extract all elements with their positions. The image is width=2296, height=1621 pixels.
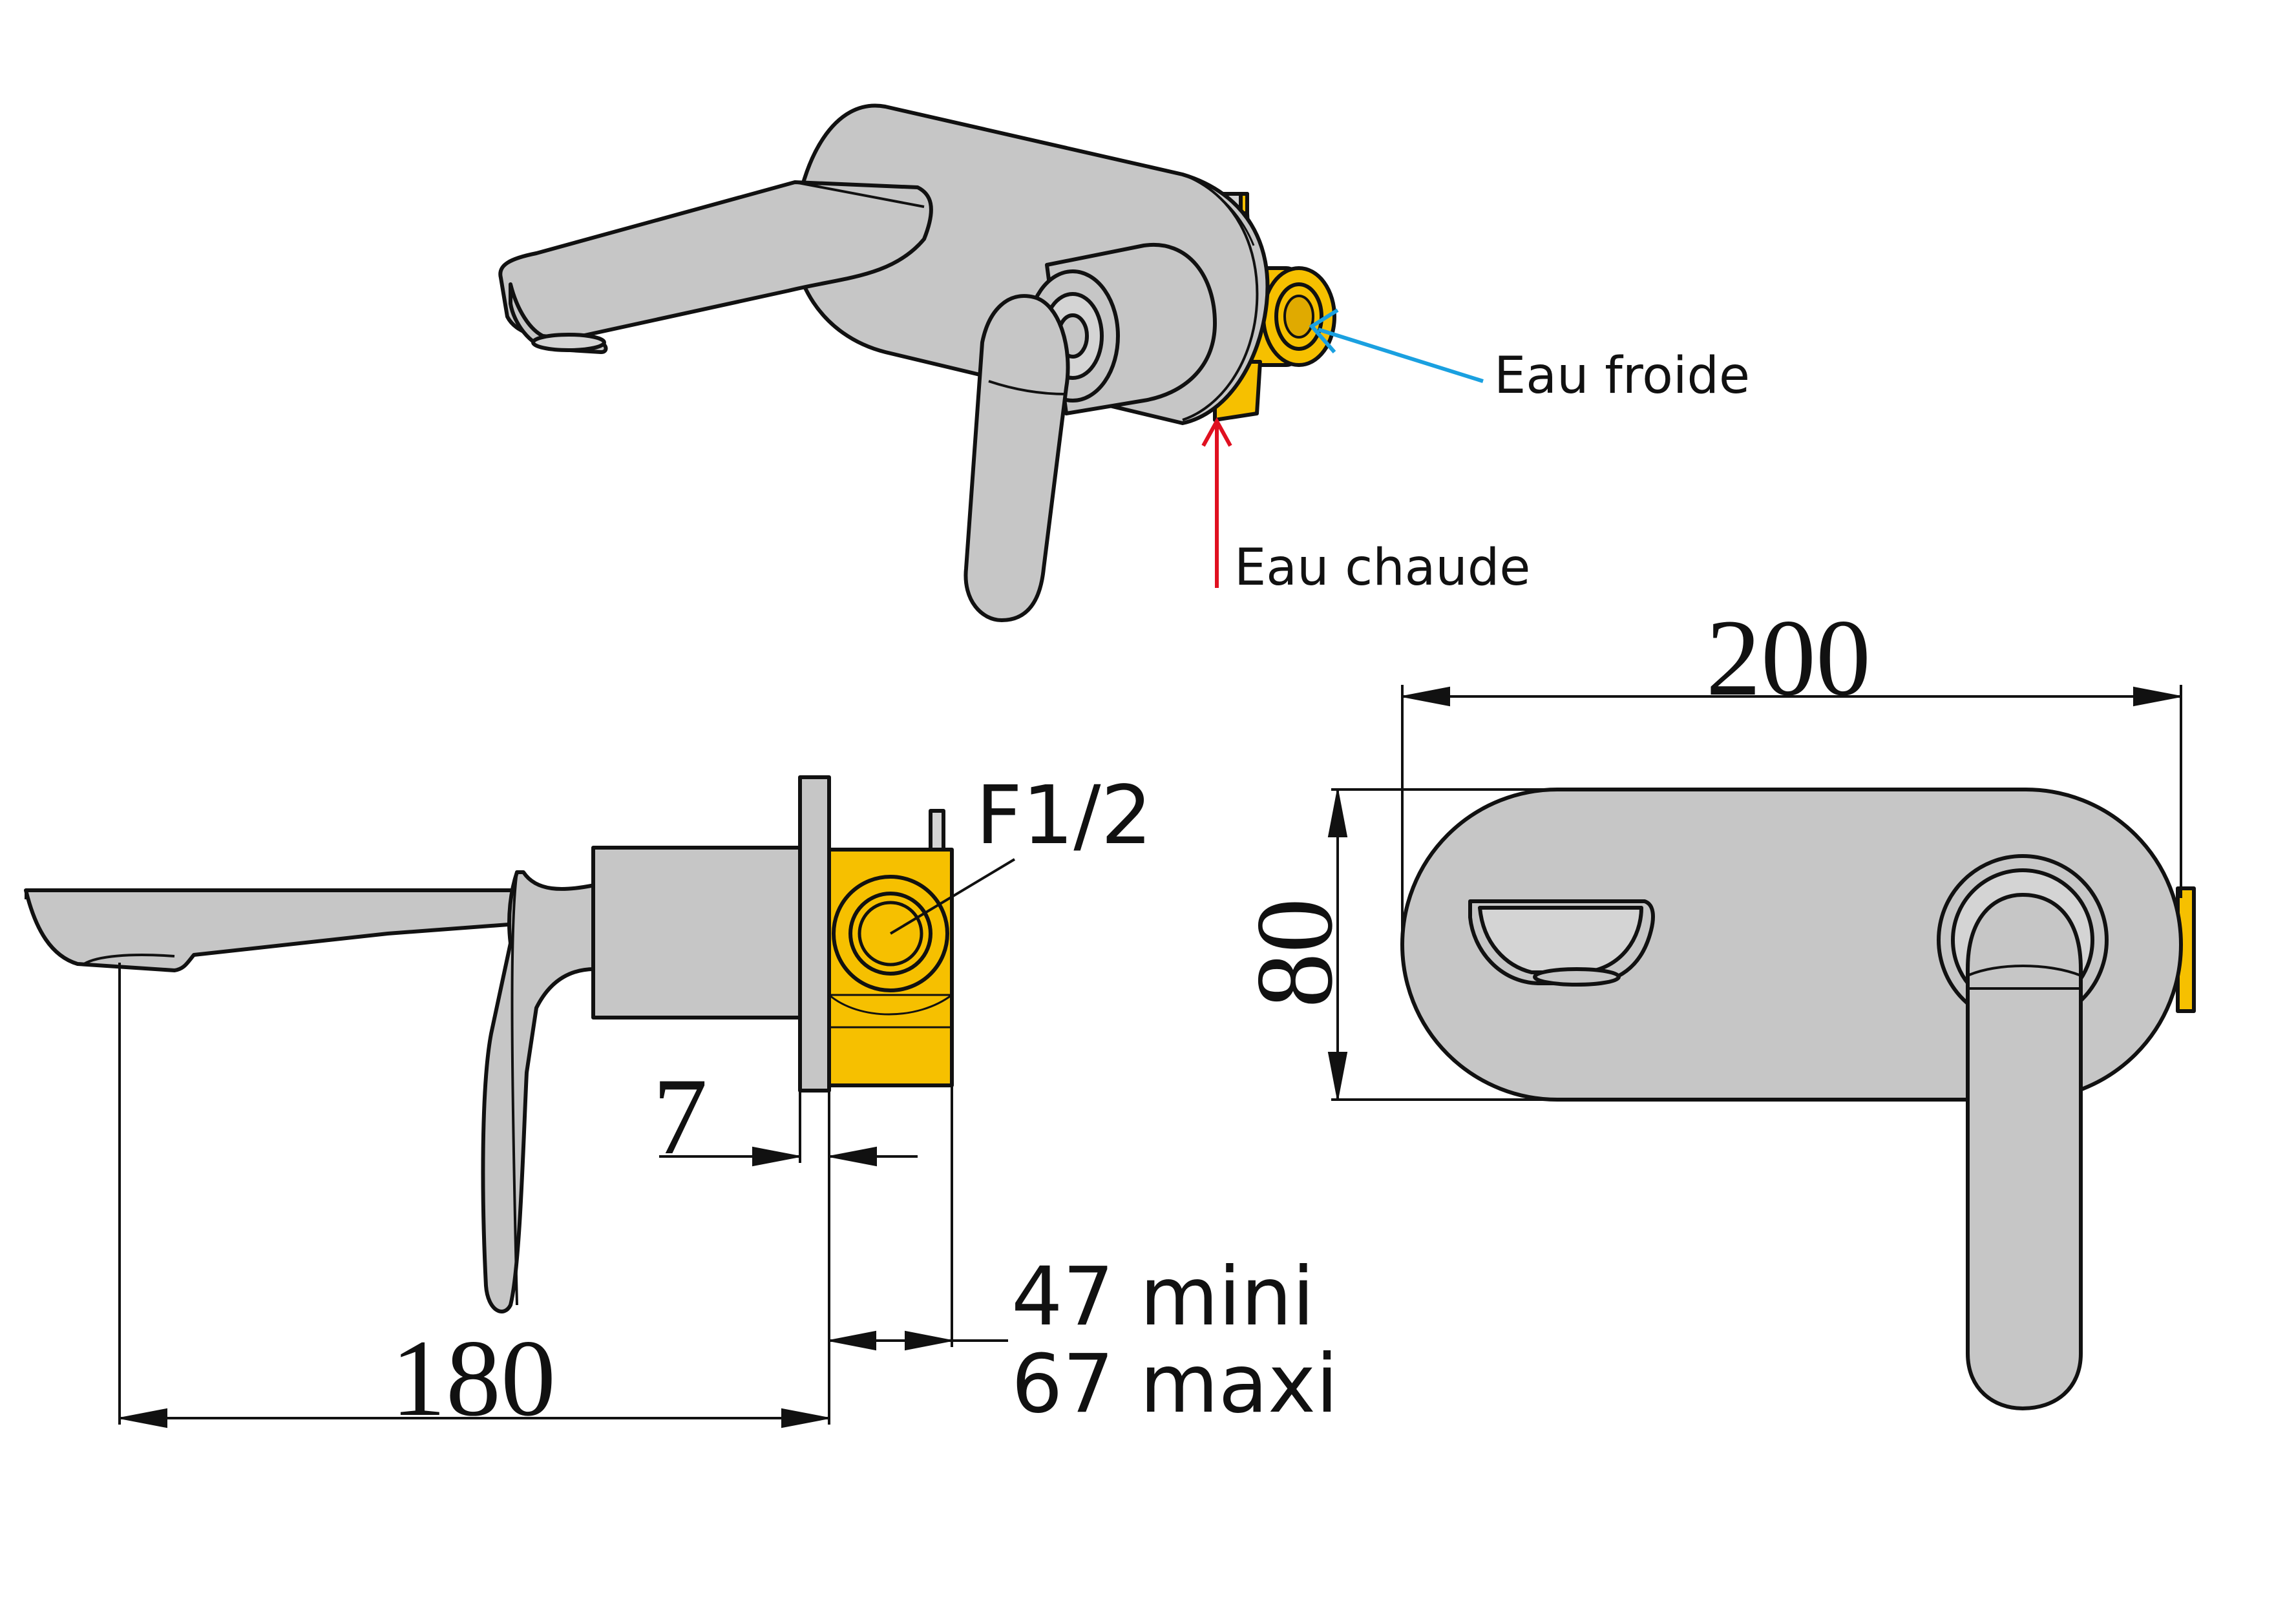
hot-water-label: Eau chaude: [1234, 539, 1530, 597]
thread-size-label: F1/2: [976, 769, 1152, 863]
spout-length-dimension: 180: [118, 963, 830, 1439]
body-depth-dimension: 47 mini 67 maxi: [828, 1085, 1338, 1431]
body-depth-min-value: 47 mini: [1011, 1250, 1314, 1344]
side-brass-body: [827, 809, 954, 1087]
cold-water-label: Eau froide: [1494, 347, 1750, 405]
iso-spout: [498, 180, 933, 354]
plate-height-value: 80: [1234, 898, 1355, 1008]
plate-height-dimension: 80: [1234, 788, 1544, 1101]
isometric-view: Eau froide Eau chaude: [498, 103, 1750, 622]
thread-leader: [889, 858, 1016, 935]
spout-length-value: 180: [391, 1317, 556, 1439]
body-depth-max-value: 67 maxi: [1011, 1337, 1338, 1431]
front-lever: [1966, 893, 2083, 1410]
plate-width-value: 200: [1706, 597, 1871, 718]
plate-offset-value: 7: [653, 1056, 708, 1177]
side-cartridge-housing: [591, 846, 802, 1020]
side-lever: [481, 870, 596, 1313]
plate-offset-dimension: 7: [653, 1056, 918, 1177]
side-view: F1/2 7 47 mini 67 maxi: [24, 769, 1338, 1439]
front-view: 200 80: [1234, 597, 2196, 1410]
hot-water-callout: Eau chaude: [1201, 417, 1530, 597]
iso-lever: [964, 294, 1070, 622]
cold-water-callout: Eau froide: [1309, 308, 1750, 405]
side-wall-plate: [798, 775, 831, 1093]
plate-width-dimension: 200: [1401, 597, 2182, 943]
front-spout-outlet: [1468, 899, 1655, 987]
